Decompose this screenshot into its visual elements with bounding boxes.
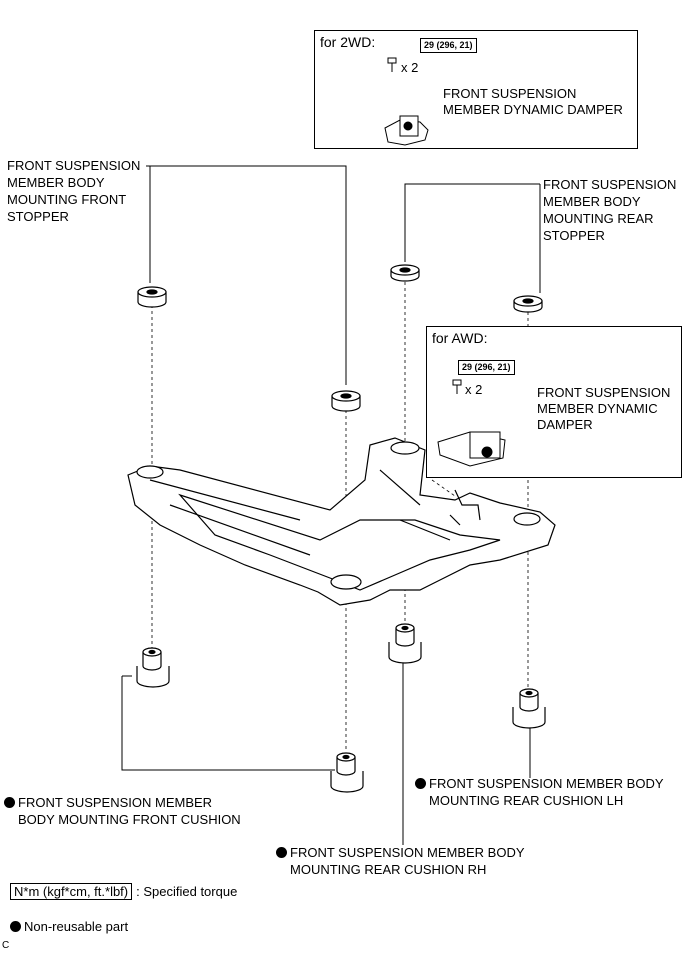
inset-awd-torque: 29 (296, 21): [458, 360, 515, 375]
nonreusable-dot-icon: [4, 797, 15, 808]
inset-awd-qty: x 2: [465, 382, 483, 397]
rear-stopper-label-1: FRONT SUSPENSION: [543, 177, 677, 192]
rear-stopper-label-4: STOPPER: [543, 228, 605, 243]
leader-rear-stopper-left: [404, 183, 540, 262]
rear-cushion-rh: [388, 623, 422, 664]
front-stopper-left: [137, 286, 167, 308]
inset-2wd-title: for 2WD:: [320, 34, 376, 50]
front-stopper-label-3: MOUNTING FRONT: [7, 192, 127, 207]
front-stopper-label-2: MEMBER BODY: [7, 175, 105, 190]
legend-nonreusable-text: Non-reusable part: [24, 919, 129, 934]
leader-front-stopper-right: [146, 165, 347, 385]
front-cushion-right: [330, 752, 364, 793]
front-cushion-text-1: FRONT SUSPENSION MEMBER: [18, 795, 213, 810]
bolt-icon: [452, 379, 462, 394]
nonreusable-dot-icon: [415, 778, 426, 789]
nonreusable-dot-icon: [10, 921, 21, 932]
inset-awd-label-3: DAMPER: [537, 417, 593, 432]
inset-2wd-label-1: FRONT SUSPENSION: [443, 86, 577, 101]
front-stopper-right: [331, 390, 361, 412]
front-cushion-label-2: BODY MOUNTING FRONT CUSHION: [18, 812, 241, 827]
front-cushion-label-1: FRONT SUSPENSION MEMBER: [4, 795, 212, 811]
rear-stopper-label-2: MEMBER BODY: [543, 194, 641, 209]
inset-2wd-torque: 29 (296, 21): [420, 38, 477, 53]
inset-2wd-label-2: MEMBER DYNAMIC DAMPER: [443, 102, 623, 117]
rear-stopper-right: [390, 264, 420, 282]
inset-2wd-qty: x 2: [401, 60, 419, 75]
rear-cushion-rh-label-2: MOUNTING REAR CUSHION RH: [290, 862, 487, 877]
dynamic-damper-awd: [437, 431, 506, 467]
leader-front-cushion: [121, 675, 335, 771]
figure-code: C: [2, 940, 10, 951]
suspension-member-frame: [127, 437, 556, 606]
inset-awd-label-2: MEMBER DYNAMIC: [537, 401, 658, 416]
front-stopper-label-1: FRONT SUSPENSION: [7, 158, 141, 173]
legend-torque: N*m (kgf*cm, ft.*lbf): Specified torque: [10, 883, 238, 900]
front-cushion-left: [136, 647, 170, 688]
dynamic-damper-2wd: [384, 115, 429, 146]
inset-awd-label-1: FRONT SUSPENSION: [537, 385, 671, 400]
rear-cushion-lh-label-2: MOUNTING REAR CUSHION LH: [429, 793, 624, 808]
legend-nonreusable: Non-reusable part: [10, 919, 128, 935]
rear-cushion-lh-label-1: FRONT SUSPENSION MEMBER BODY: [415, 776, 664, 792]
dash-awd-link: [431, 479, 456, 497]
rear-cushion-lh: [512, 688, 546, 729]
legend-torque-box: N*m (kgf*cm, ft.*lbf): [10, 883, 133, 900]
rear-cushion-rh-label-1: FRONT SUSPENSION MEMBER BODY: [276, 845, 525, 861]
legend-torque-desc: : Specified torque: [136, 884, 238, 899]
nonreusable-dot-icon: [276, 847, 287, 858]
rear-cushion-lh-text-1: FRONT SUSPENSION MEMBER BODY: [429, 776, 664, 791]
rear-stopper-label-3: MOUNTING REAR: [543, 211, 654, 226]
bolt-icon: [387, 57, 397, 72]
inset-awd-title: for AWD:: [432, 330, 488, 346]
rear-cushion-rh-text-1: FRONT SUSPENSION MEMBER BODY: [290, 845, 525, 860]
rear-stopper-left: [513, 295, 543, 313]
front-stopper-label-4: STOPPER: [7, 209, 69, 224]
